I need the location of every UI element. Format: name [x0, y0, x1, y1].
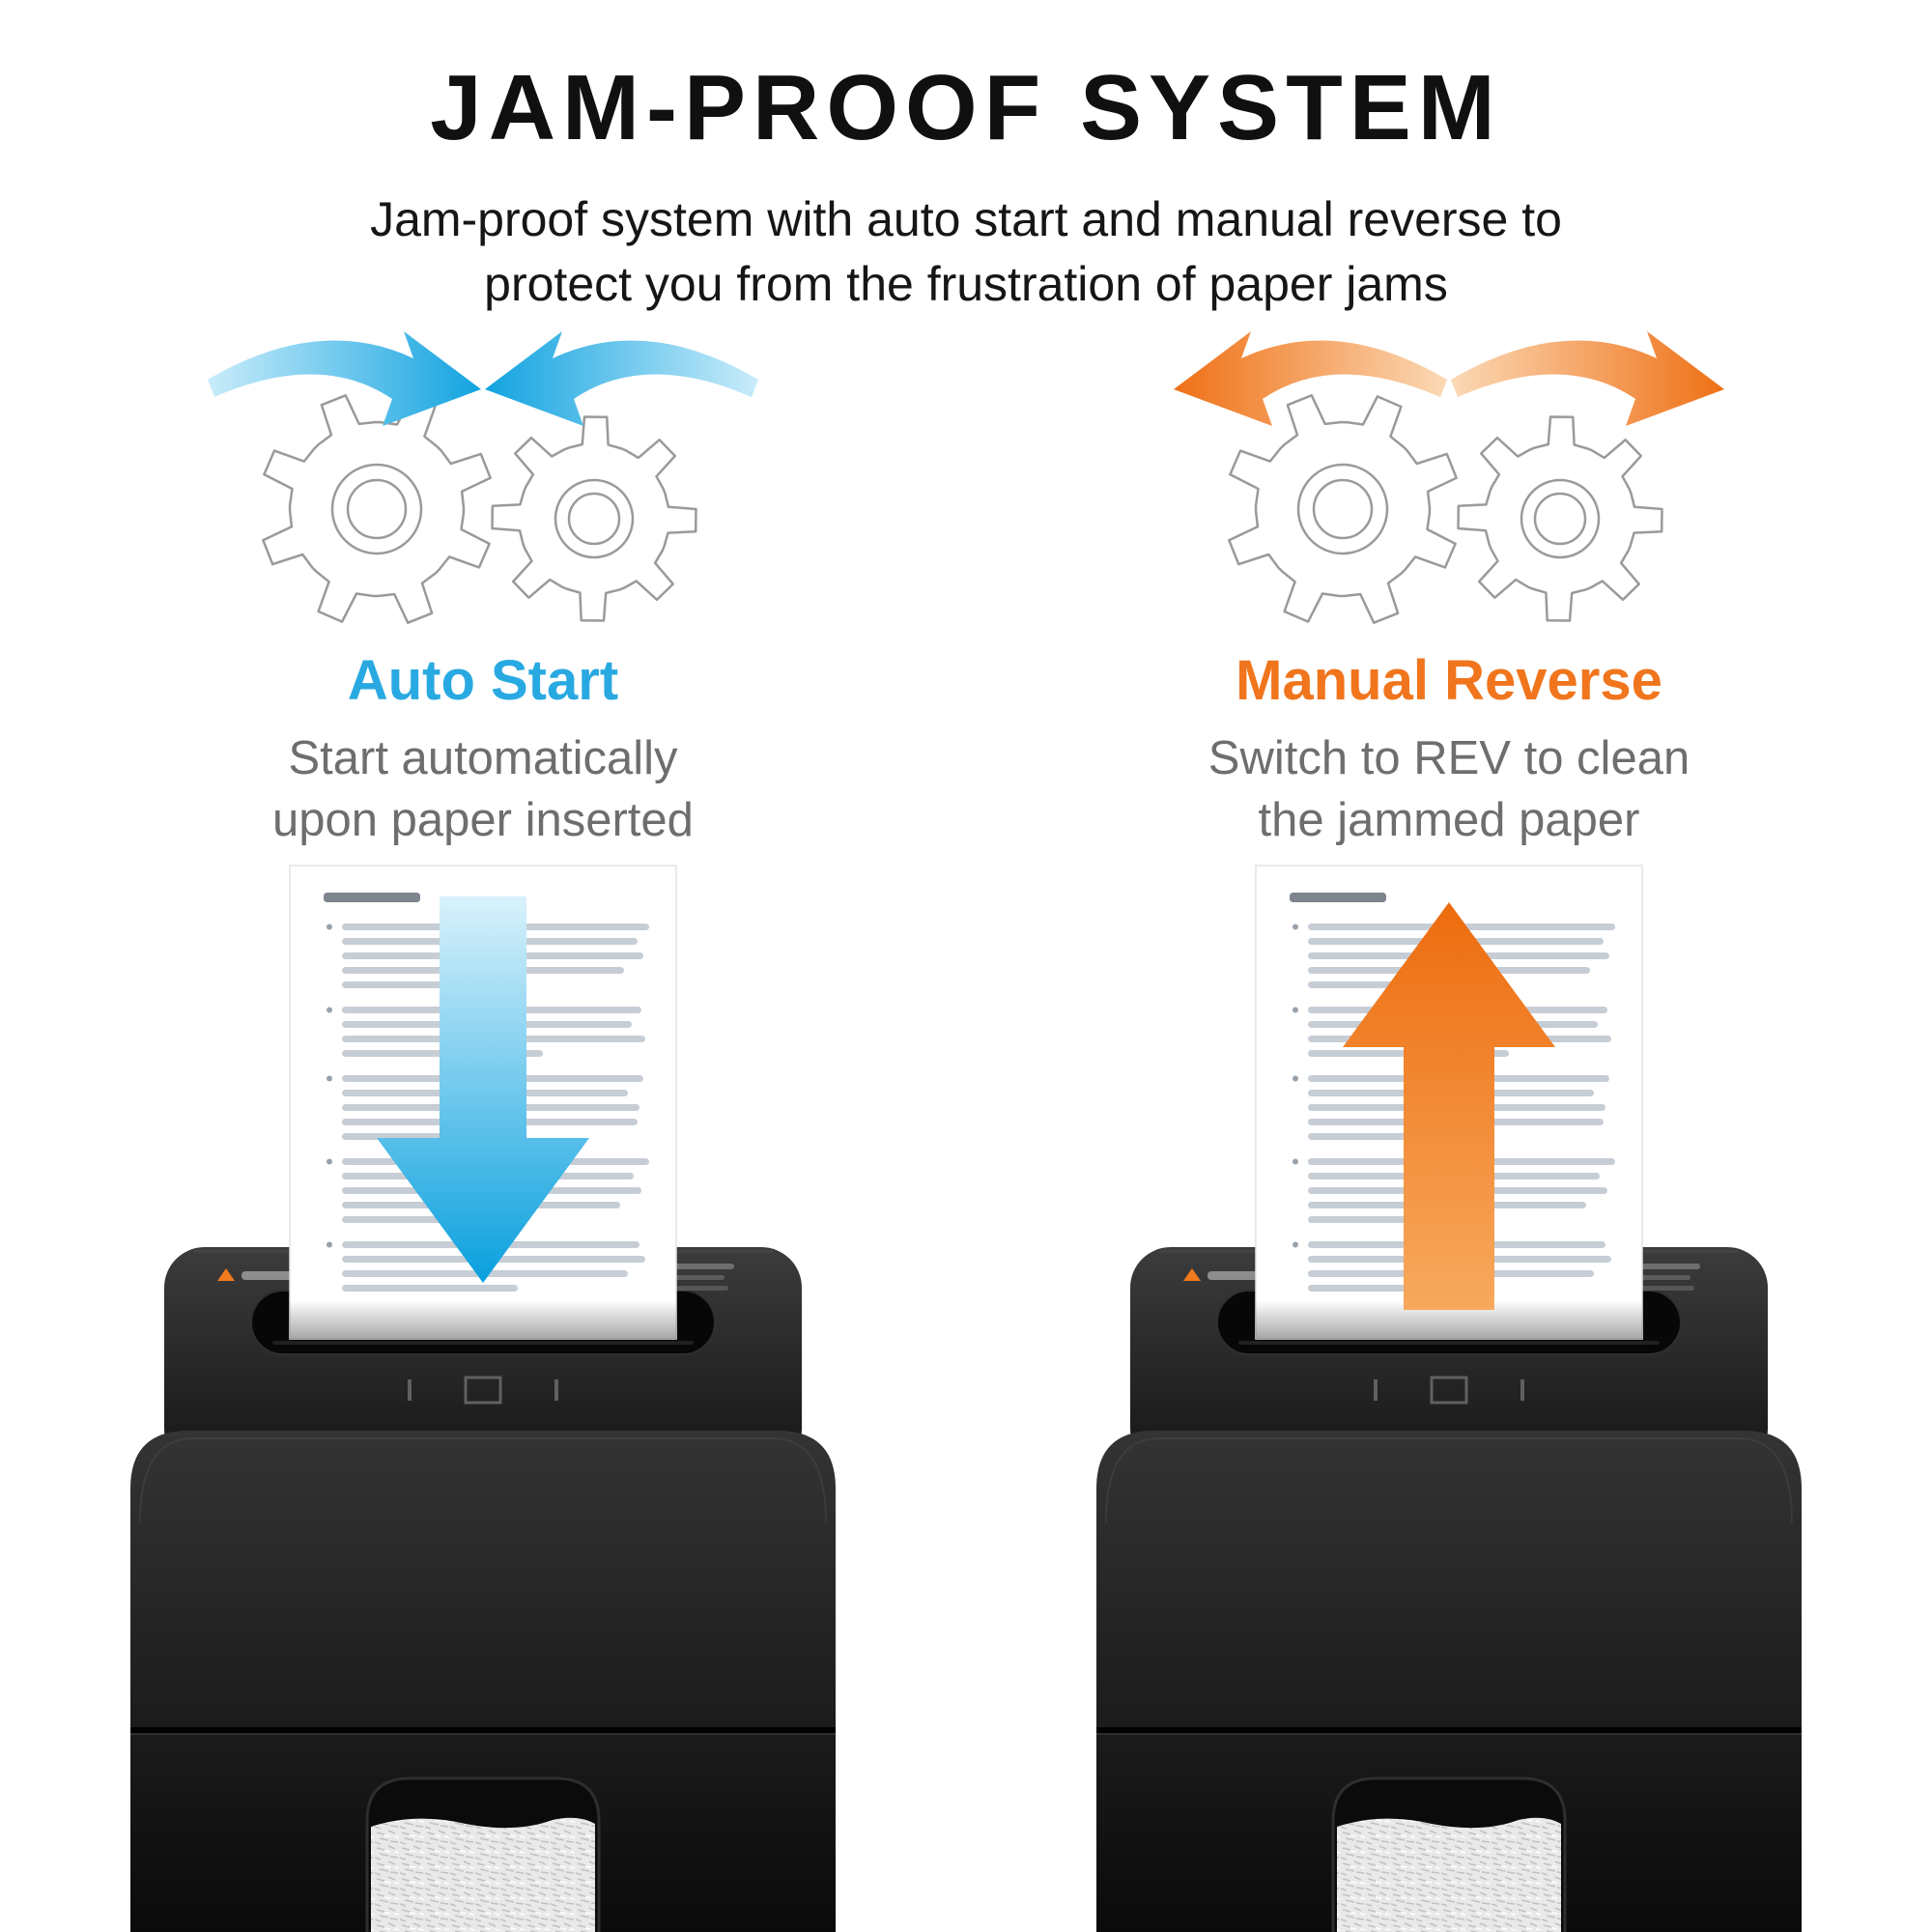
description-line: the jammed paper: [1258, 794, 1640, 847]
page-title: JAM-PROOF SYSTEM: [430, 56, 1502, 159]
subtitle-line-2: protect you from the frustration of pape…: [484, 257, 1448, 311]
header: JAM-PROOF SYSTEM Jam-proof system with a…: [0, 0, 1932, 317]
feature-manual-reverse: Manual Reverse Switch to REV to clean th…: [1014, 304, 1884, 1932]
gears-icon: [1228, 394, 1663, 624]
subtitle-line-1: Jam-proof system with auto start and man…: [370, 192, 1562, 246]
feature-label-manual-reverse: Manual Reverse: [1236, 649, 1662, 712]
description-line: Switch to REV to clean: [1208, 731, 1690, 784]
feature-label-auto-start: Auto Start: [347, 649, 619, 712]
curved-arrow-outward-right-icon: [1451, 331, 1724, 426]
gears-illustration-manual-reverse: [1174, 331, 1724, 624]
description-line: upon paper inserted: [272, 794, 694, 847]
shredder-image: [1094, 1245, 1804, 1932]
feature-description-manual-reverse: Switch to REV to clean the jammed paper: [1014, 727, 1884, 852]
gears-illustration-auto-start: [208, 331, 758, 624]
curved-arrow-inward-right-icon: [485, 331, 758, 426]
up-arrow-icon: [1343, 902, 1555, 1311]
gears-icon: [262, 394, 697, 624]
page-subtitle: Jam-proof system with auto start and man…: [0, 187, 1932, 317]
feature-auto-start: Auto Start Start automatically upon pape…: [48, 304, 918, 1932]
description-line: Start automatically: [288, 731, 678, 784]
feature-description-auto-start: Start automatically upon paper inserted: [48, 727, 918, 852]
shredder-illustration-auto-start: [128, 865, 838, 1932]
down-arrow-icon: [377, 896, 589, 1284]
shredder-illustration-manual-reverse: [1094, 865, 1804, 1932]
shredder-image: [128, 1245, 838, 1932]
